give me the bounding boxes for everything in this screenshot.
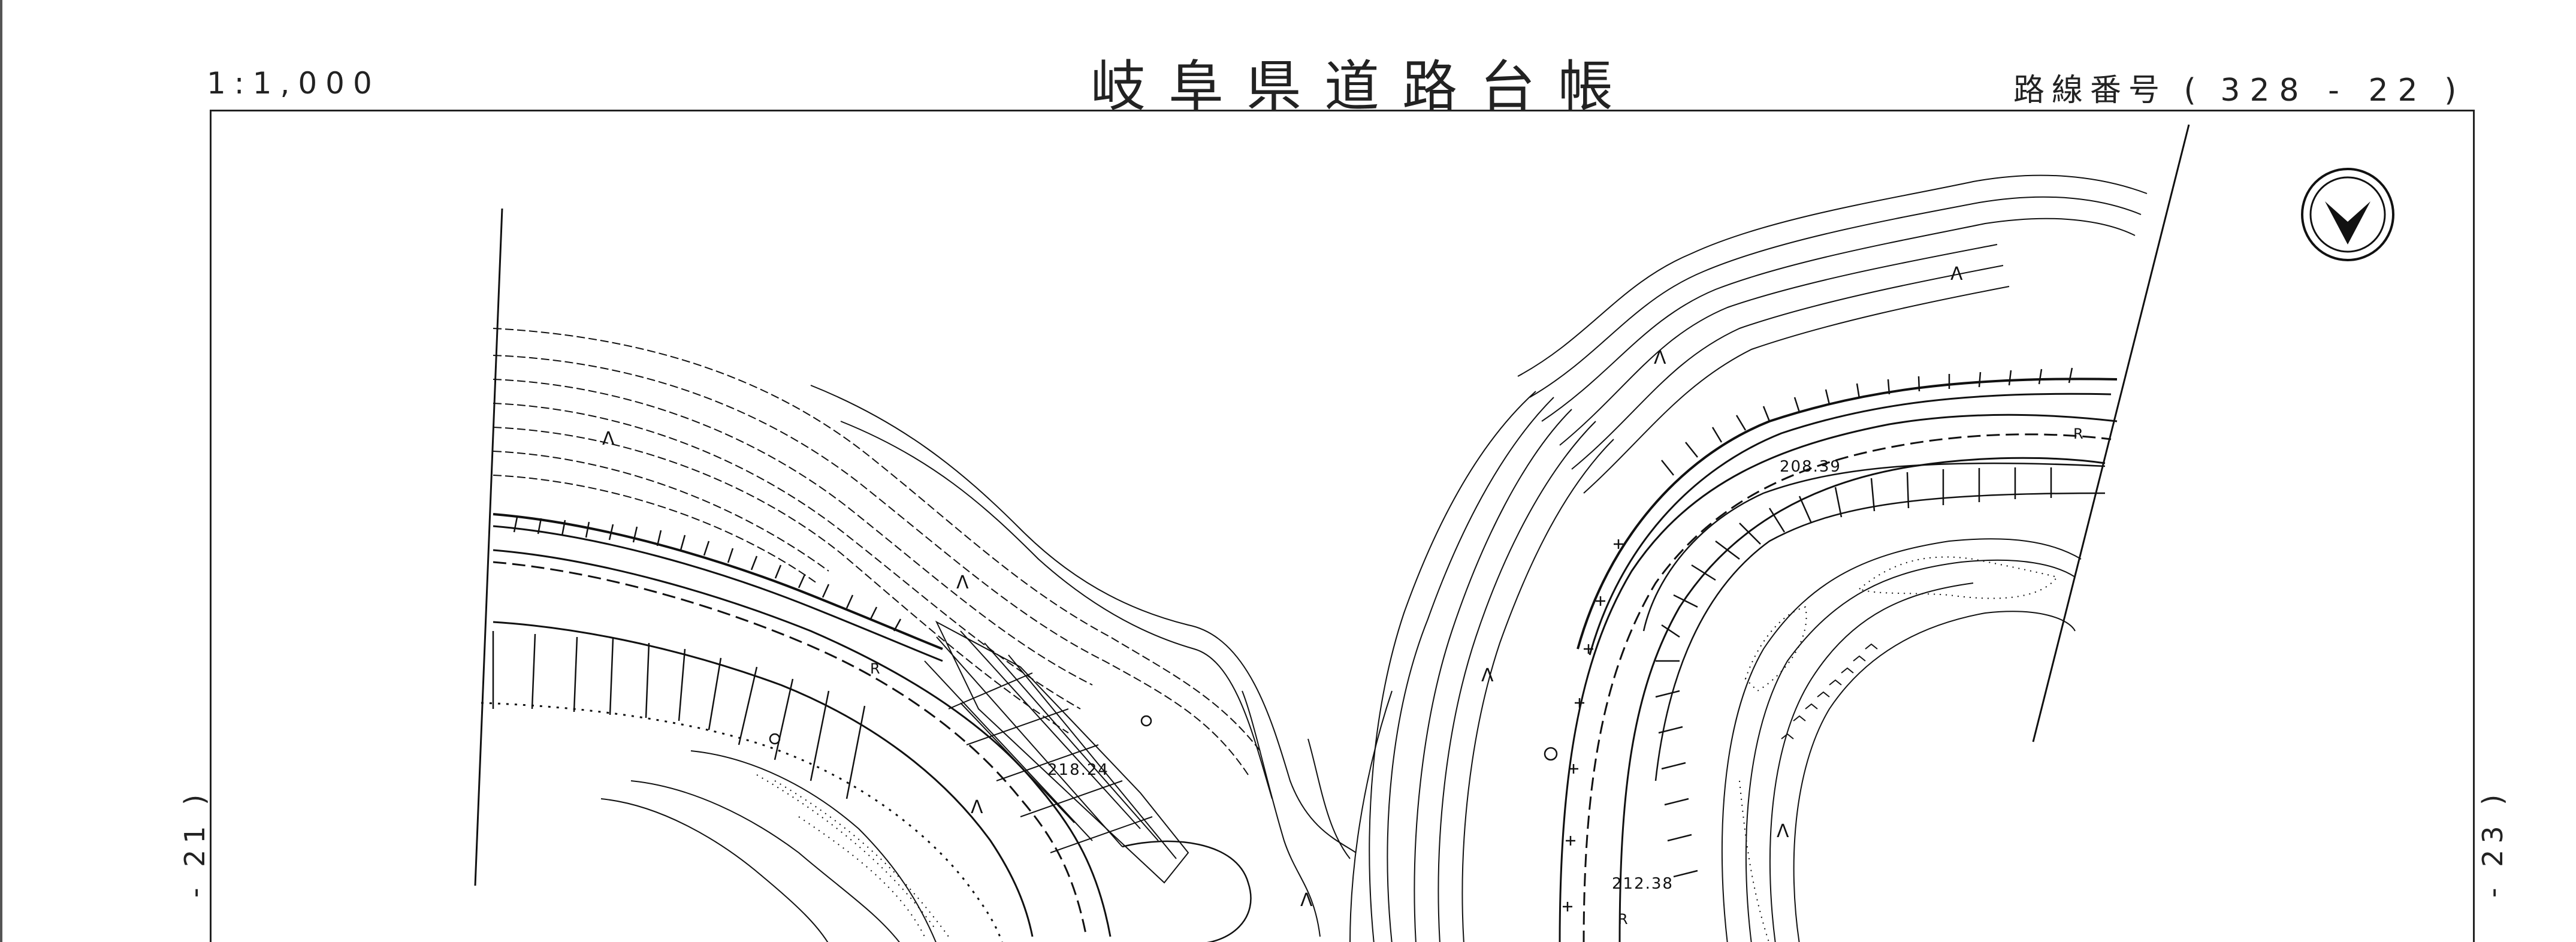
symbol-label: Λ (971, 797, 983, 818)
map-frame (210, 110, 2475, 942)
symbol-label: Λ (1300, 890, 1313, 911)
route-close-paren: ) (2444, 73, 2464, 108)
symbol-label: Λ (1950, 264, 1963, 285)
symbol-label: Λ (1654, 348, 1666, 369)
adjacent-sheet-right: - 23 ) (2477, 788, 2509, 898)
spot-height-label: 218.24 (1047, 761, 1109, 779)
symbol-label: R (2073, 425, 2083, 442)
symbol-label: Λ (1777, 821, 1789, 842)
road-map-drawing (474, 124, 2190, 942)
symbol-label: R (1618, 911, 1628, 928)
map-scale: 1:1,000 (207, 66, 380, 101)
symbol-label: Λ (1481, 665, 1494, 686)
adjacent-sheet-left: - 21 ) (179, 788, 211, 898)
symbol-label: Λ (602, 428, 615, 449)
route-open-paren: ( (2184, 73, 2203, 108)
spot-height-label: 208.39 (1780, 458, 1841, 476)
map-title: 岐阜県道路台帳 (1091, 55, 1636, 119)
route-number-block: 路線番号 ( 328 - 22 ) (2013, 65, 2463, 110)
left-border-line (0, 0, 2, 942)
spot-height-label: 212.38 (1612, 875, 1674, 893)
symbol-label: R (870, 660, 880, 677)
north-arrow-icon (2301, 168, 2394, 261)
route-number: 328 - 22 (2220, 73, 2427, 108)
symbol-label: Λ (956, 572, 969, 593)
route-number-label: 路線番号 (2013, 73, 2167, 108)
